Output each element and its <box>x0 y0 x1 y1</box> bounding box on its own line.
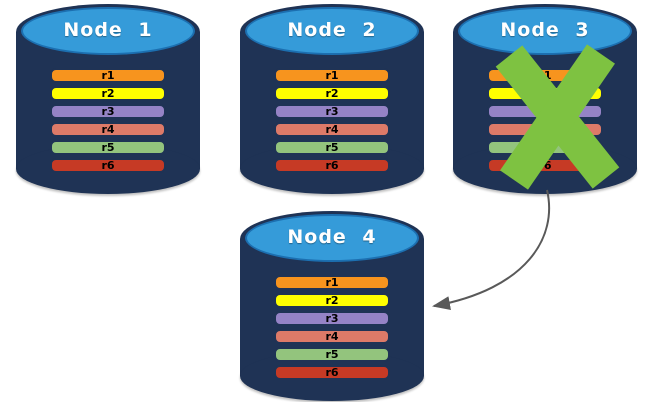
cylinder-top-face: Node 4 <box>245 214 419 262</box>
row-bar-r2: r2 <box>487 86 603 101</box>
row-bar-r1: r1 <box>50 68 166 83</box>
cylinder-top-face: Node 3 <box>458 7 632 55</box>
row-bar-r5: r5 <box>274 347 390 362</box>
node-1-rows: r1 r2 r3 r4 r5 r6 <box>50 68 166 176</box>
node-3-rows: r1 r2 r3 r4 r5 r6 <box>487 68 603 176</box>
row-bar-r5: r5 <box>50 140 166 155</box>
failover-arrow-path <box>432 189 551 311</box>
row-bar-r3: r3 <box>487 104 603 119</box>
failover-arrow-icon <box>432 189 551 311</box>
node-4-rows: r1 r2 r3 r4 r5 r6 <box>274 275 390 383</box>
node-4-title: Node 4 <box>287 226 377 248</box>
row-bar-r6: r6 <box>487 158 603 173</box>
row-bar-r3: r3 <box>274 311 390 326</box>
row-bar-r1: r1 <box>274 275 390 290</box>
row-bar-r3: r3 <box>50 104 166 119</box>
row-bar-r2: r2 <box>274 86 390 101</box>
row-bar-r4: r4 <box>274 122 390 137</box>
cylinder-top-face: Node 1 <box>21 7 195 55</box>
node-1-title: Node 1 <box>63 19 153 41</box>
row-bar-r1: r1 <box>487 68 603 83</box>
row-bar-r1: r1 <box>274 68 390 83</box>
node-2-title: Node 2 <box>287 19 377 41</box>
row-bar-r5: r5 <box>274 140 390 155</box>
row-bar-r6: r6 <box>274 158 390 173</box>
row-bar-r4: r4 <box>487 122 603 137</box>
node-3-title: Node 3 <box>500 19 590 41</box>
node-2: Node 2 r1 r2 r3 r4 r5 r6 <box>240 4 424 194</box>
row-bar-r2: r2 <box>50 86 166 101</box>
row-bar-r5: r5 <box>487 140 603 155</box>
cylinder-top-face: Node 2 <box>245 7 419 55</box>
node-2-rows: r1 r2 r3 r4 r5 r6 <box>274 68 390 176</box>
row-bar-r6: r6 <box>50 158 166 173</box>
node-4: Node 4 r1 r2 r3 r4 r5 r6 <box>240 211 424 401</box>
row-bar-r4: r4 <box>274 329 390 344</box>
row-bar-r6: r6 <box>274 365 390 380</box>
node-1: Node 1 r1 r2 r3 r4 r5 r6 <box>16 4 200 194</box>
row-bar-r2: r2 <box>274 293 390 308</box>
node-3: Node 3 r1 r2 r3 r4 r5 r6 <box>453 4 637 194</box>
row-bar-r4: r4 <box>50 122 166 137</box>
row-bar-r3: r3 <box>274 104 390 119</box>
